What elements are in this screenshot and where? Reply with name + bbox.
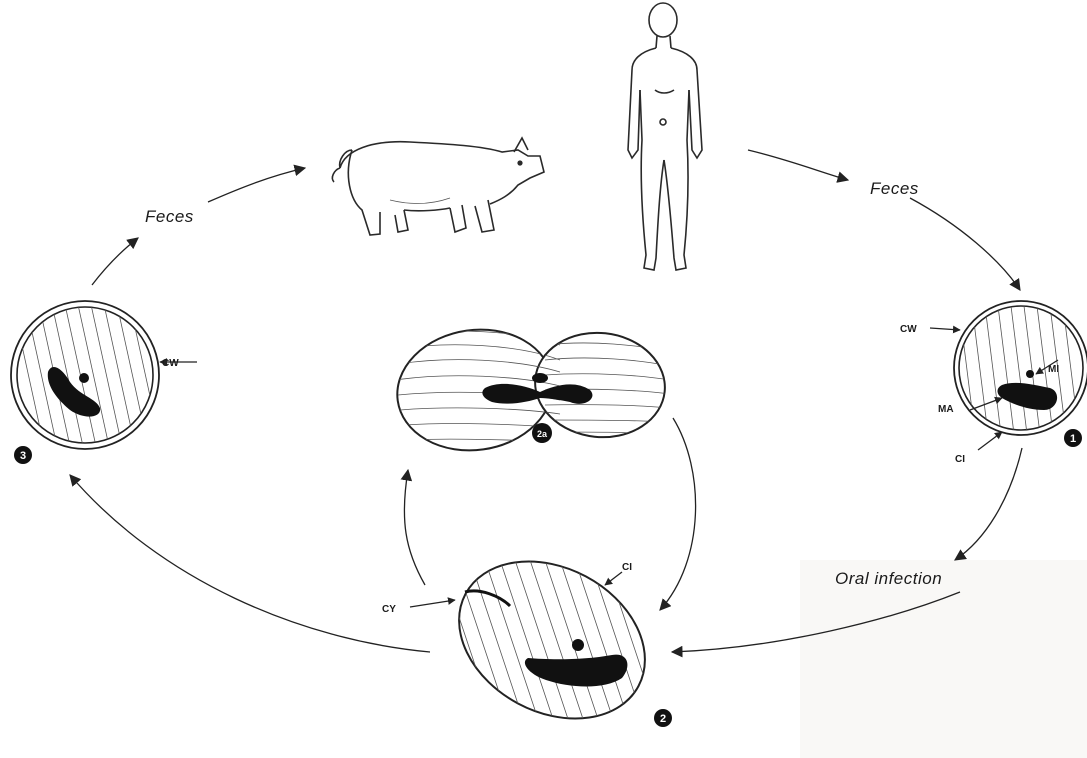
feces-label-left: Feces xyxy=(145,207,194,226)
stage-number-badge-3: 3 xyxy=(14,446,32,464)
mi-label: MI xyxy=(1048,364,1059,375)
ma-label: MA xyxy=(938,404,954,415)
arrow-stage2-to-stage2a xyxy=(404,470,425,585)
stage2a-dividing-trophozoite xyxy=(389,320,670,461)
cw-label-left: CW xyxy=(162,358,179,369)
stage1-cyst xyxy=(944,290,1087,450)
svg-text:1: 1 xyxy=(1070,433,1076,445)
arrow-feces-to-pig xyxy=(208,168,305,202)
stage-number-badge-2: 2 xyxy=(654,709,672,727)
paper-shade xyxy=(800,560,1087,758)
arrow-human-to-feces-right xyxy=(748,150,848,180)
svg-text:2: 2 xyxy=(660,713,666,725)
ci-label-bottom: CI xyxy=(622,562,632,573)
arrow-stage3-to-feces-left xyxy=(92,238,138,285)
cw-label-right: CW xyxy=(900,324,917,335)
stage-number-badge-1: 1 xyxy=(1064,429,1082,447)
feces-label-right: Feces xyxy=(870,179,919,198)
cy-label: CY xyxy=(382,604,396,615)
pig-icon xyxy=(332,138,544,235)
arrow-stage2-to-stage3 xyxy=(70,475,430,652)
arrow-stage1-to-oral xyxy=(955,448,1022,560)
stage2-trophozoite xyxy=(410,530,680,749)
arrow-feces-to-stage1 xyxy=(910,198,1020,290)
svg-text:3: 3 xyxy=(20,450,26,462)
stage3-cyst xyxy=(0,300,164,460)
svg-text:2a: 2a xyxy=(537,429,548,439)
ci-label-right: CI xyxy=(955,454,965,465)
stage-number-badge-2a: 2a xyxy=(532,423,552,443)
arrow-stage2a-to-stage2 xyxy=(660,418,696,610)
oral-infection-label: Oral infection xyxy=(835,569,942,588)
human-figure-icon xyxy=(628,3,702,270)
